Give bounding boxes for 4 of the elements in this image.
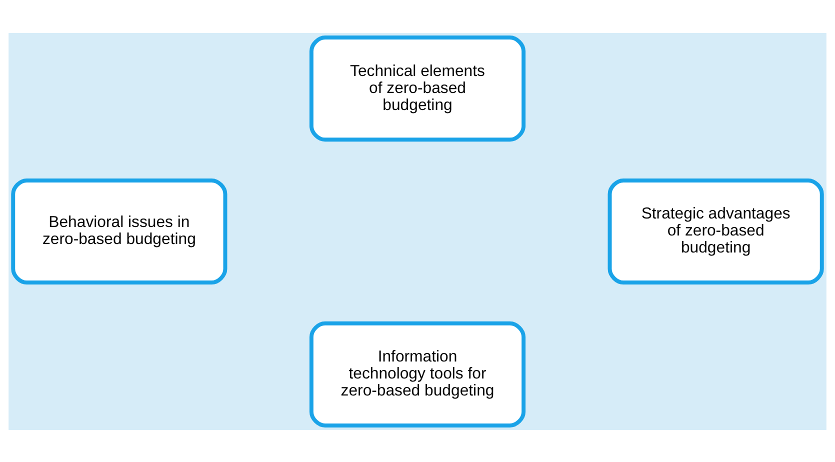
node-box: Strategic advantages of zero-based budgeting: [608, 178, 824, 284]
node-box: Technical elements of zero-based budgeting: [309, 35, 526, 142]
node-box: Behavioral issues in zero-based budgeting: [11, 178, 228, 284]
node-box: Information technology tools for zero-based budgeting: [309, 320, 526, 427]
